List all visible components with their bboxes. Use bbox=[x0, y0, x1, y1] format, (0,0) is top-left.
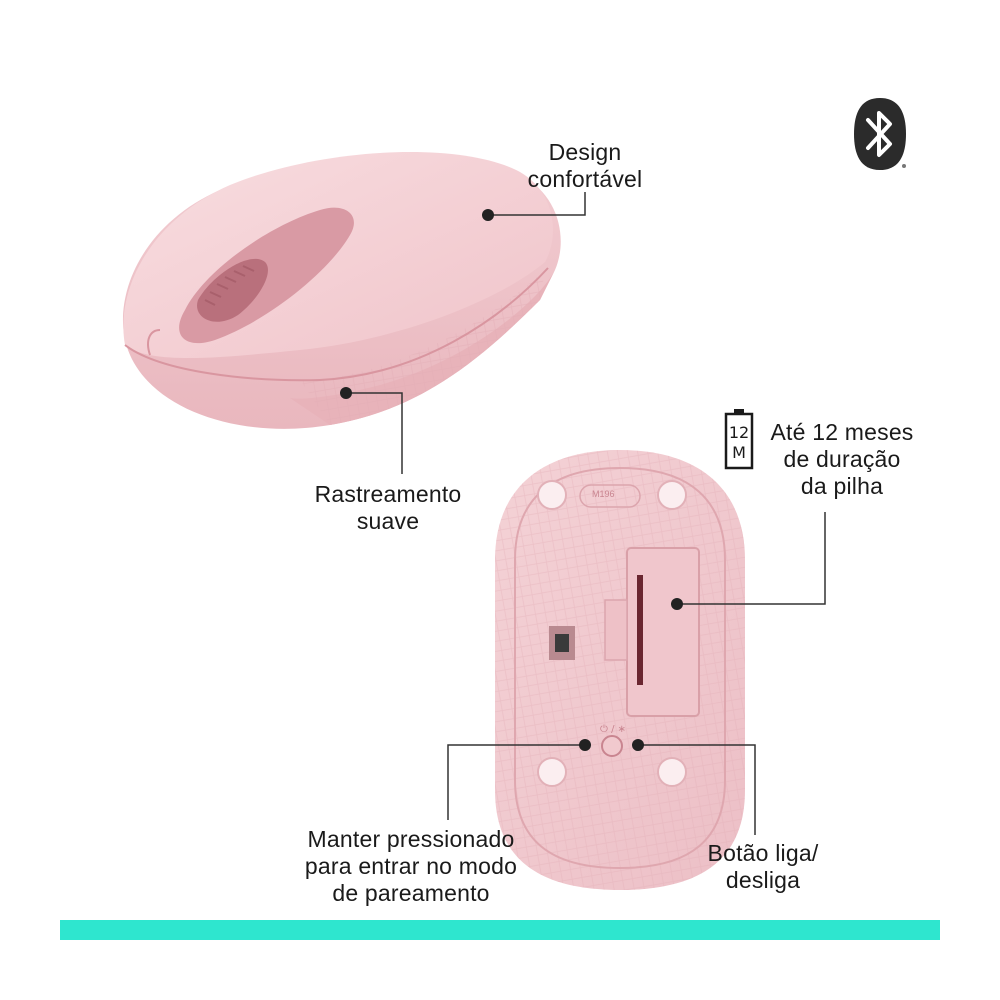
mouse-top-view bbox=[122, 152, 561, 429]
callout-battery-line2: de duração bbox=[783, 446, 901, 472]
callout-pairing-line1: Manter pressionado bbox=[307, 826, 515, 852]
callout-battery: Até 12 meses de duração da pilha bbox=[760, 419, 924, 500]
callout-power-line2: desliga bbox=[725, 867, 801, 893]
callout-pairing: Manter pressionado para entrar no modo d… bbox=[276, 826, 546, 907]
callout-dots bbox=[340, 209, 683, 751]
callout-power-line1: Botão liga/ bbox=[707, 840, 819, 866]
callout-design-line2: confortável bbox=[527, 166, 643, 192]
callout-battery-line3: da pilha bbox=[800, 473, 884, 499]
bluetooth-icon bbox=[854, 98, 906, 170]
callout-design-line1: Design bbox=[548, 139, 622, 165]
accent-bar bbox=[60, 920, 940, 940]
callout-tracking: Rastreamento suave bbox=[290, 481, 486, 535]
callout-pairing-line3: de pareamento bbox=[332, 880, 490, 906]
battery-icon-text-bottom: M bbox=[732, 443, 746, 462]
model-label: M196 bbox=[592, 489, 615, 499]
battery-icon: 12 M bbox=[724, 408, 754, 470]
callout-pairing-line2: para entrar no modo bbox=[304, 853, 518, 879]
callout-design: Design confortável bbox=[500, 139, 670, 193]
callout-tracking-line2: suave bbox=[356, 508, 420, 534]
callout-power: Botão liga/ desliga bbox=[688, 840, 838, 894]
callout-tracking-line1: Rastreamento bbox=[314, 481, 462, 507]
svg-text:⏻ / ∗: ⏻ / ∗ bbox=[600, 724, 626, 735]
battery-icon-text-top: 12 bbox=[728, 423, 750, 442]
callout-battery-line1: Até 12 meses bbox=[770, 419, 914, 445]
mouse-bottom-view: ⏻ / ∗ bbox=[495, 450, 745, 890]
leader-lines bbox=[346, 192, 826, 835]
